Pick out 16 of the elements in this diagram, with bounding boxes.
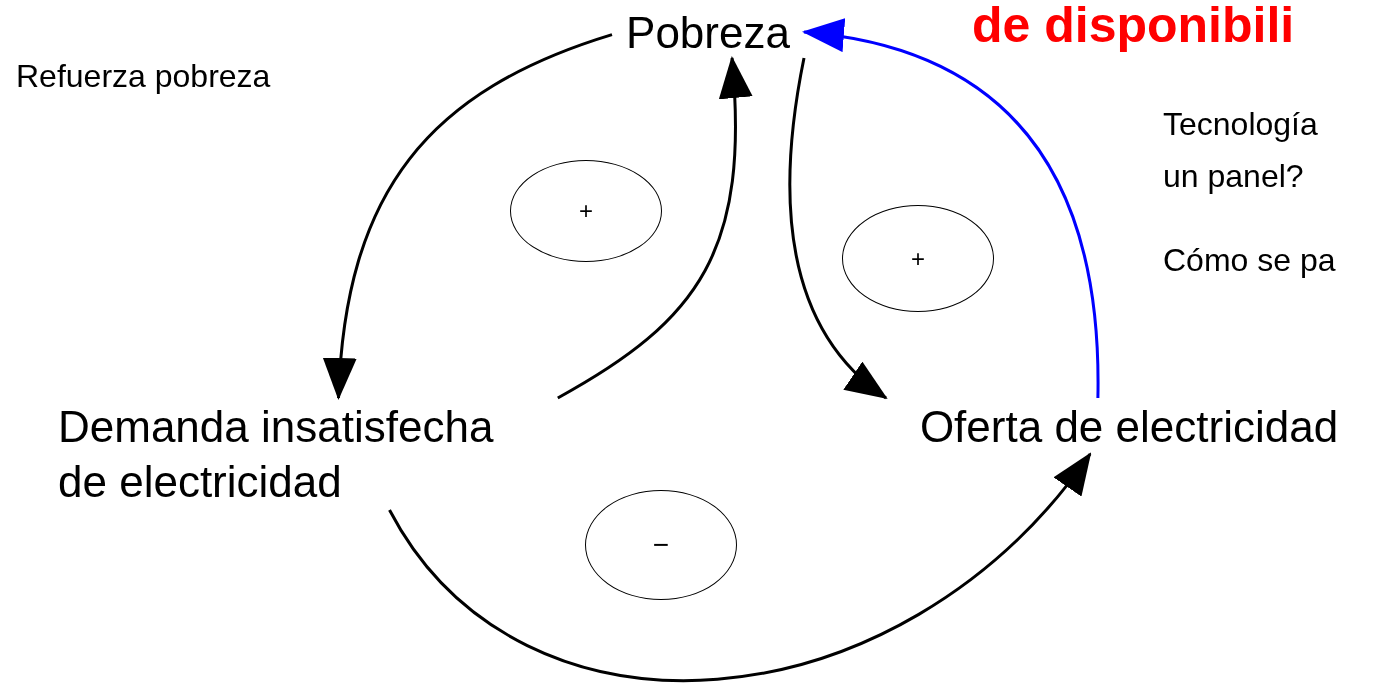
loop-polarity-ellipse: + — [842, 205, 994, 312]
arrow — [557, 56, 752, 400]
note-text: un panel? — [1163, 160, 1304, 192]
variable-label: Oferta de electricidad — [886, 398, 1372, 454]
note-text: Refuerza pobreza — [16, 60, 271, 92]
loop-polarity-ellipse: − — [585, 490, 737, 600]
arrow — [788, 57, 888, 400]
arrow — [324, 33, 613, 400]
arrow — [388, 452, 1092, 681]
loop-polarity-ellipse: + — [510, 160, 662, 262]
variable-label: Demanda insatisfecha de electricidad — [58, 398, 528, 510]
variable-label: Pobreza — [612, 6, 804, 58]
arrow — [802, 20, 1100, 398]
note-text: Tecnología — [1163, 108, 1318, 140]
note-text: Cómo se pa — [1163, 244, 1336, 276]
title: de disponibili — [972, 0, 1295, 50]
